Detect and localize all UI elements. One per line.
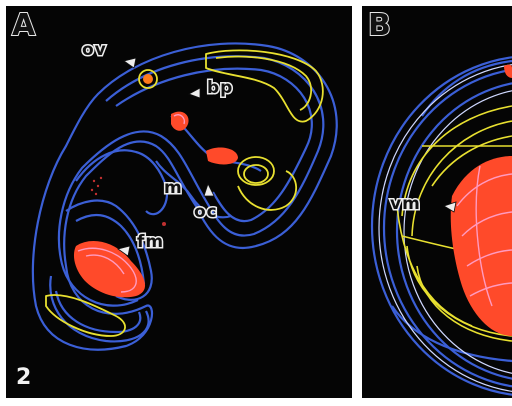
label-vm: vm bbox=[389, 194, 422, 214]
panel-b-tracing bbox=[370, 56, 512, 396]
label-bp: bp bbox=[205, 78, 234, 98]
panel-a-letter: A bbox=[11, 7, 36, 44]
figure-number: 2 bbox=[16, 365, 32, 390]
panel-b-letter: B bbox=[367, 7, 392, 44]
label-oc: oc bbox=[193, 202, 219, 222]
label-m: m bbox=[163, 178, 184, 198]
label-arrowheads bbox=[117, 57, 215, 257]
label-ov: ov bbox=[81, 40, 108, 60]
panel-a-tracing bbox=[31, 42, 338, 351]
label-fm: fm bbox=[135, 232, 165, 252]
panel-a: A ov bp m oc fm 2 bbox=[6, 6, 352, 398]
panel-b: B vm bbox=[362, 6, 512, 398]
